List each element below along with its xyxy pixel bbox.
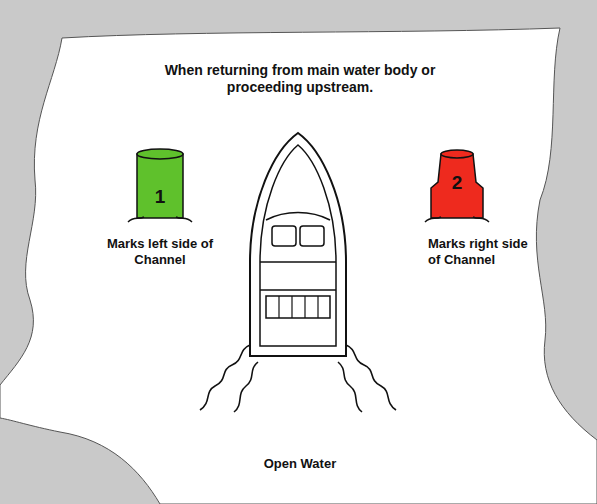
boat-symbol	[250, 133, 346, 356]
area-label: Open Water	[200, 456, 400, 472]
green-can-buoy	[128, 149, 192, 222]
buoy-shape	[400, 146, 540, 226]
red-nun-buoy: 2Marks right side of Channel	[400, 146, 540, 272]
green-can-buoy: 1Marks left side of Channel	[95, 146, 225, 272]
buoy-number: 1	[145, 186, 175, 208]
red-nun-buoy	[425, 150, 489, 222]
buoy-caption: Marks right side of Channel	[400, 236, 540, 268]
diagram-title: When returning from main water body or p…	[150, 62, 450, 96]
buoy-caption: Marks left side of Channel	[95, 236, 225, 268]
buoy-number: 2	[442, 172, 472, 194]
water-channel	[0, 28, 597, 504]
